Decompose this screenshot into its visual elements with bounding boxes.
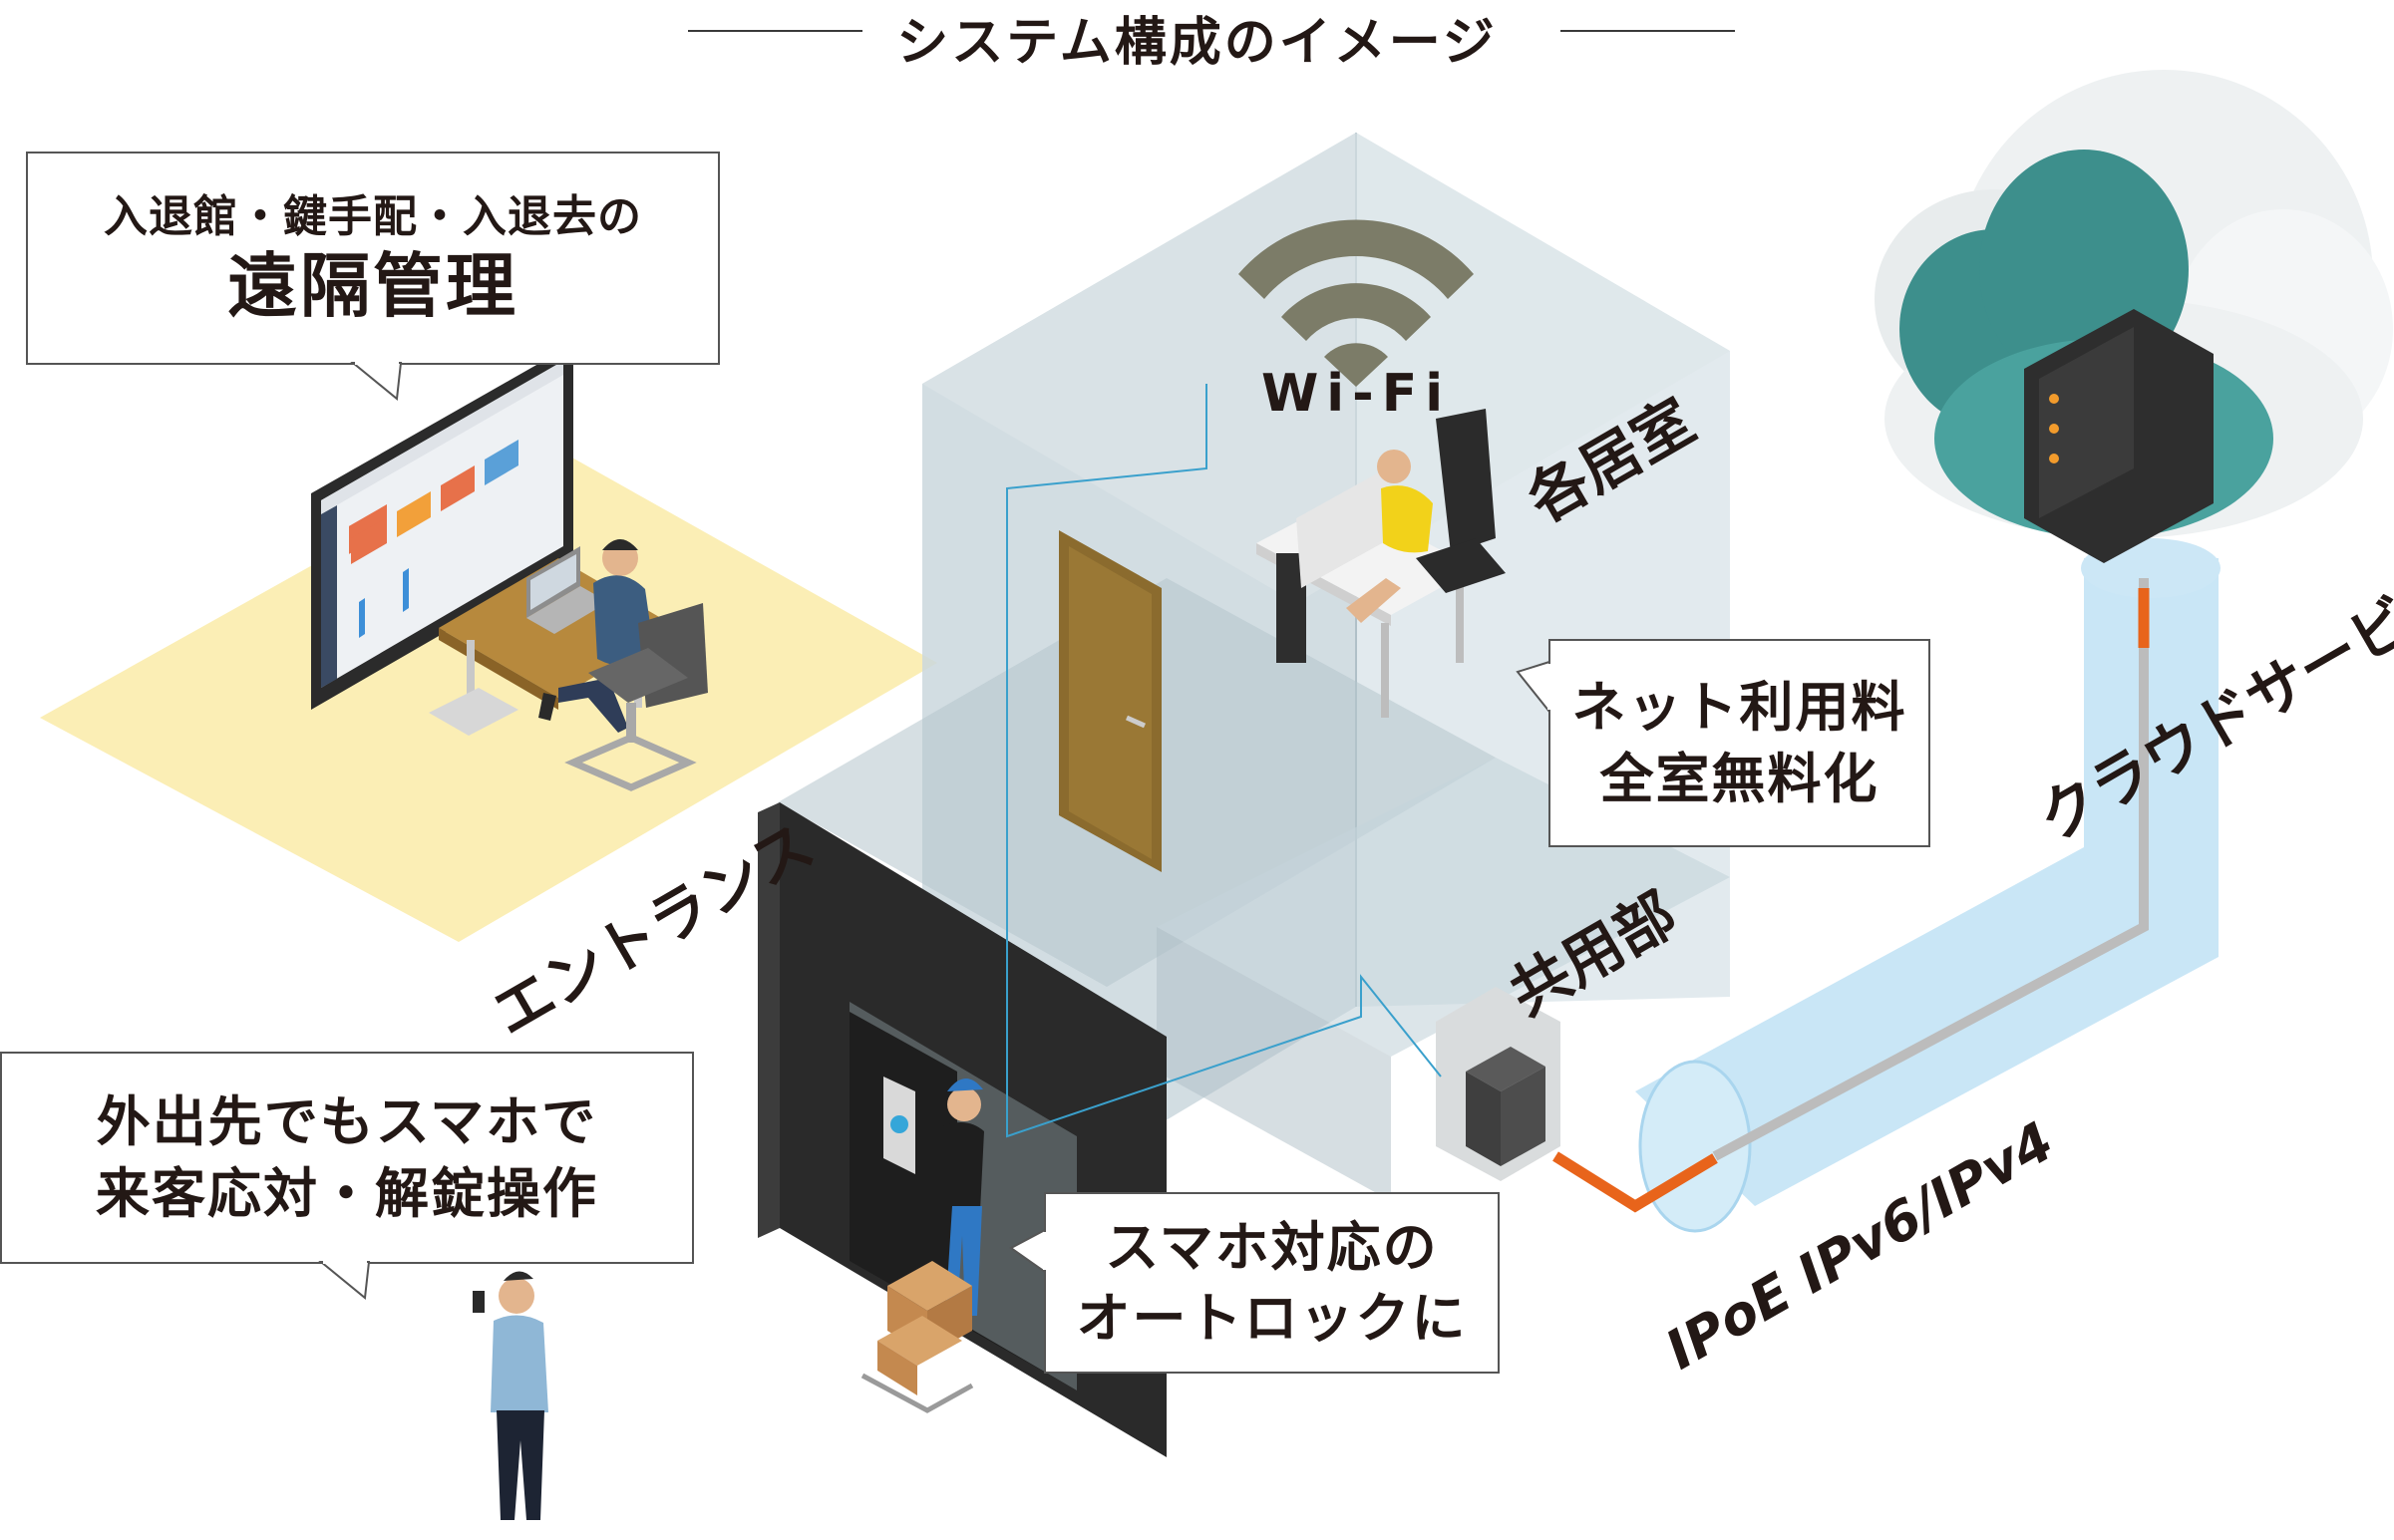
callout-remote-line2: 遠隔管理 xyxy=(227,244,518,327)
wifi-label: Wi-Fi xyxy=(1261,364,1451,424)
callout-autolock-line2: オートロックに xyxy=(1076,1287,1468,1350)
server-rack-icon xyxy=(1436,987,1560,1181)
callout-net-free: ネット利用料 全室無料化 xyxy=(1548,639,1930,847)
office-chair xyxy=(564,603,708,791)
intercom-panel-icon xyxy=(883,1077,915,1174)
cloud-icon xyxy=(1875,70,2393,563)
callout-autolock-line1: スマホ対応の xyxy=(1105,1215,1439,1279)
callout-phone-tail xyxy=(318,1260,371,1300)
callout-net-line1: ネット利用料 xyxy=(1571,676,1907,740)
gaming-chair xyxy=(1416,409,1506,593)
callout-smartphone: 外出先でもスマホで 来客応対・解錠操作 xyxy=(0,1052,694,1264)
callout-remote-line1: 入退館・鍵手配・入退去の xyxy=(104,190,642,242)
diagram-title: システム構成のイメージ xyxy=(0,0,2394,73)
smartphone-user xyxy=(473,1271,548,1520)
callout-net-tail xyxy=(1516,660,1551,715)
title-rule-left xyxy=(688,30,862,32)
callout-phone-line1: 外出先でもスマホで xyxy=(96,1090,598,1154)
gamer-person xyxy=(1346,450,1433,623)
callout-remote-tail xyxy=(350,361,403,401)
laptop-icon xyxy=(526,546,608,634)
callout-net-line2: 全室無料化 xyxy=(1599,747,1880,810)
callout-phone-line2: 来客応対・解錠操作 xyxy=(96,1161,598,1225)
smartphone-icon xyxy=(473,1291,485,1313)
office-floor xyxy=(40,439,937,942)
orange-fiber-cable xyxy=(1552,1151,1718,1213)
title-text: システム構成のイメージ xyxy=(896,13,1498,73)
wifi-icon xyxy=(1238,219,1474,387)
package-cart xyxy=(860,1261,974,1413)
lan-cable xyxy=(1006,384,1442,1138)
monitor-icon xyxy=(311,344,573,710)
callout-autolock-tail xyxy=(1009,1228,1047,1274)
title-rule-right xyxy=(1560,30,1735,32)
callout-autolock: スマホ対応の オートロックに xyxy=(1044,1192,1500,1374)
room-door xyxy=(1059,530,1162,872)
office-worker xyxy=(538,539,655,733)
callout-remote-management: 入退館・鍵手配・入退去の 遠隔管理 xyxy=(26,152,720,365)
